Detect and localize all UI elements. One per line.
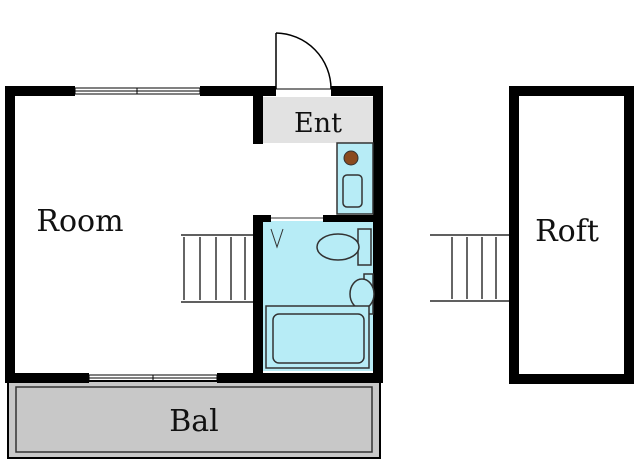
stairs-main [181, 234, 253, 303]
entrance-floor [262, 97, 373, 143]
entrance-label: Ent [294, 108, 342, 139]
top-window [74, 87, 201, 95]
room-label: Room [36, 204, 123, 239]
main-walls [5, 86, 383, 383]
bathroom-door [270, 217, 323, 249]
loft-floor [519, 96, 624, 374]
kitchen-unit [336, 142, 374, 215]
entrance-door [275, 32, 332, 90]
stove-burner [343, 150, 359, 166]
stairs-loft [430, 234, 519, 302]
balcony-inner [15, 386, 373, 453]
bathtub [265, 305, 370, 369]
sink [342, 174, 363, 208]
loft-label: Roft [535, 214, 599, 249]
balcony-label: Bal [169, 404, 219, 439]
toilet [316, 228, 372, 266]
bottom-window [88, 374, 218, 382]
